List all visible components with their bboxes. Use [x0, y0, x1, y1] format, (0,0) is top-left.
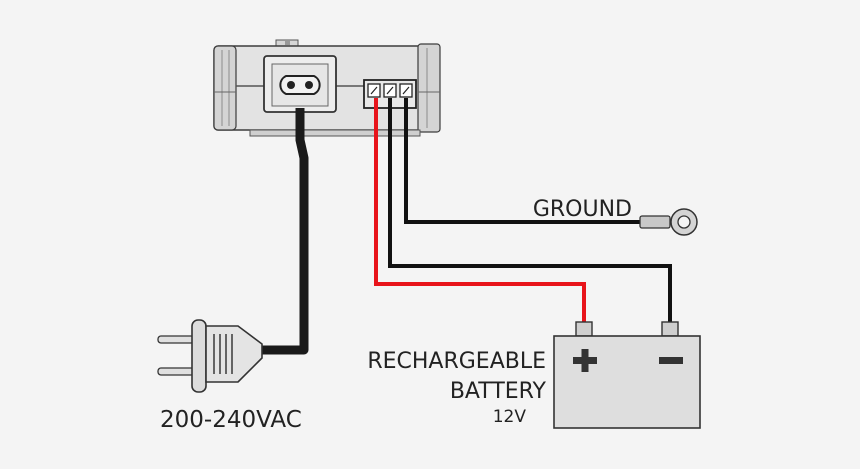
battery-label-line1: RECHARGEABLE: [367, 349, 546, 374]
battery-body: [553, 335, 701, 429]
battery-label-line2: BATTERY: [450, 379, 547, 404]
ac-inlet-socket: [263, 55, 337, 113]
battery-minus-symbol: [659, 357, 683, 364]
ground-wire: [404, 98, 642, 224]
battery-voltage-label: 12V: [493, 407, 527, 427]
battery-negative-post: [661, 321, 679, 337]
negative-wire: [388, 98, 672, 322]
battery-plus-symbol-vertical: [581, 349, 589, 372]
ground-label: GROUND: [533, 197, 632, 222]
battery-positive-post: [575, 321, 593, 337]
ground-ring-terminal: [639, 208, 698, 236]
ac-power-cable: [260, 108, 309, 355]
positive-wire: [374, 98, 586, 322]
input-voltage-label: 200-240VAC: [160, 407, 302, 433]
battery: [553, 321, 701, 429]
ac-plug: [157, 319, 263, 393]
